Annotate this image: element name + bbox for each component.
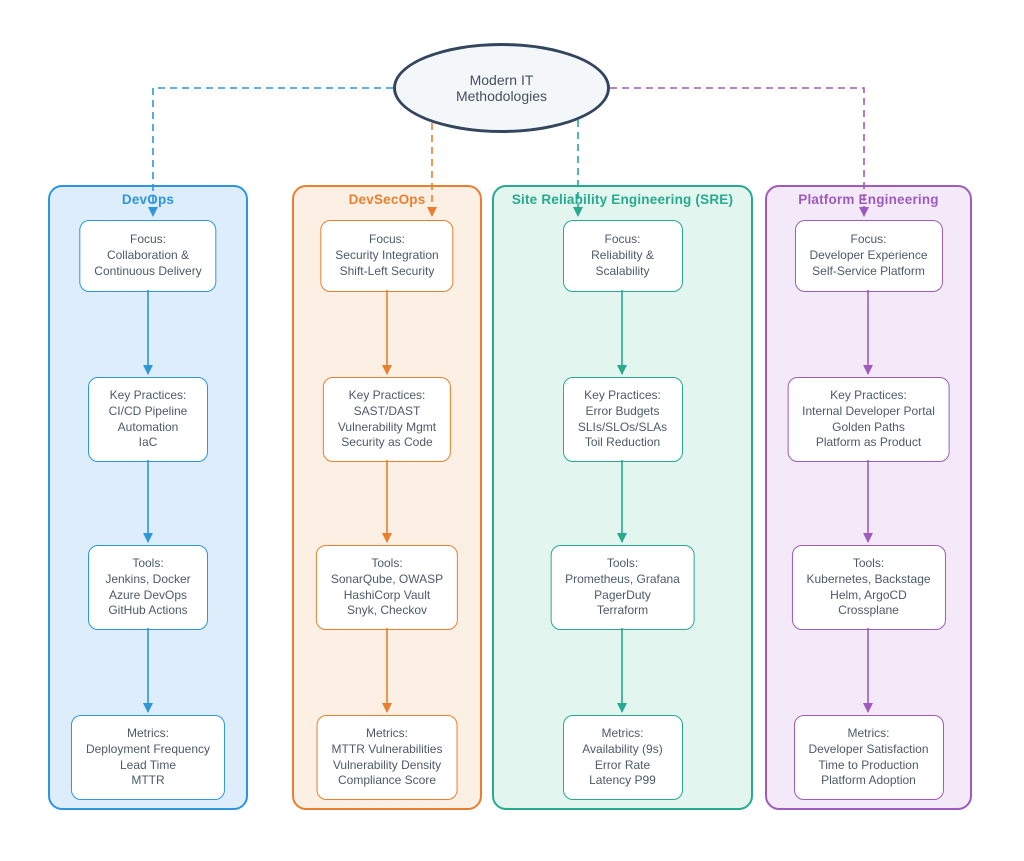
devops-column-title: DevOps <box>121 192 175 207</box>
platform-focus-text: Focus: Developer Experience Self-Service… <box>809 232 928 278</box>
platform-metrics-box: Metrics: Developer Satisfaction Time to … <box>793 715 944 800</box>
devops-tools-text: Tools: Jenkins, Docker Azure DevOps GitH… <box>105 555 191 618</box>
sre-focus-text: Focus: Reliability & Scalability <box>591 232 654 278</box>
sre-column-title: Site Reliability Engineering (SRE) <box>511 192 734 207</box>
devsecops-column: DevSecOps Focus: Security Integration Sh… <box>292 185 482 810</box>
sre-metrics-text: Metrics: Availability (9s) Error Rate La… <box>582 725 663 788</box>
sre-column: Site Reliability Engineering (SRE) Focus… <box>492 185 753 810</box>
sre-tools-text: Tools: Prometheus, Grafana PagerDuty Ter… <box>565 555 680 618</box>
platform-focus-box: Focus: Developer Experience Self-Service… <box>794 220 943 292</box>
platform-column-title: Platform Engineering <box>798 192 939 207</box>
platform-tools-text: Tools: Kubernetes, Backstage Helm, ArgoC… <box>806 555 931 618</box>
devsecops-key-practices-box: Key Practices: SAST/DAST Vulnerability M… <box>322 377 452 462</box>
devsecops-column-title: DevSecOps <box>348 192 426 207</box>
root-node: Modern IT Methodologies <box>393 43 610 133</box>
platform-metrics-text: Metrics: Developer Satisfaction Time to … <box>808 725 929 788</box>
platform-key-practices-box: Key Practices: Internal Developer Portal… <box>787 377 950 462</box>
devsecops-metrics-text: Metrics: MTTR Vulnerabilities Vulnerabil… <box>331 725 443 788</box>
sre-key-practices-text: Key Practices: Error Budgets SLIs/SLOs/S… <box>577 387 668 450</box>
devsecops-key-practices-text: Key Practices: SAST/DAST Vulnerability M… <box>337 387 437 450</box>
devsecops-metrics-box: Metrics: MTTR Vulnerabilities Vulnerabil… <box>316 715 458 800</box>
devsecops-focus-box: Focus: Security Integration Shift-Left S… <box>320 220 454 292</box>
sre-metrics-box: Metrics: Availability (9s) Error Rate La… <box>562 715 683 800</box>
sre-key-practices-box: Key Practices: Error Budgets SLIs/SLOs/S… <box>562 377 683 462</box>
platform-key-practices-text: Key Practices: Internal Developer Portal… <box>802 387 935 450</box>
sre-focus-box: Focus: Reliability & Scalability <box>562 220 683 292</box>
devops-tools-box: Tools: Jenkins, Docker Azure DevOps GitH… <box>88 545 208 630</box>
devops-key-practices-box: Key Practices: CI/CD Pipeline Automation… <box>88 377 208 462</box>
root-title: Modern IT Methodologies <box>455 72 548 104</box>
devops-focus-box: Focus: Collaboration & Continuous Delive… <box>79 220 217 292</box>
devops-column: DevOps Focus: Collaboration & Continuous… <box>48 185 248 810</box>
devops-key-practices-text: Key Practices: CI/CD Pipeline Automation… <box>108 387 188 450</box>
devops-metrics-box: Metrics: Deployment Frequency Lead Time … <box>70 715 226 800</box>
devops-focus-text: Focus: Collaboration & Continuous Delive… <box>94 232 202 278</box>
devsecops-tools-box: Tools: SonarQube, OWASP HashiCorp Vault … <box>315 545 459 630</box>
platform-tools-box: Tools: Kubernetes, Backstage Helm, ArgoC… <box>791 545 946 630</box>
devops-metrics-text: Metrics: Deployment Frequency Lead Time … <box>85 725 211 788</box>
devsecops-focus-text: Focus: Security Integration Shift-Left S… <box>335 232 439 278</box>
platform-column: Platform Engineering Focus: Developer Ex… <box>765 185 972 810</box>
sre-tools-box: Tools: Prometheus, Grafana PagerDuty Ter… <box>550 545 695 630</box>
devsecops-tools-text: Tools: SonarQube, OWASP HashiCorp Vault … <box>330 555 444 618</box>
